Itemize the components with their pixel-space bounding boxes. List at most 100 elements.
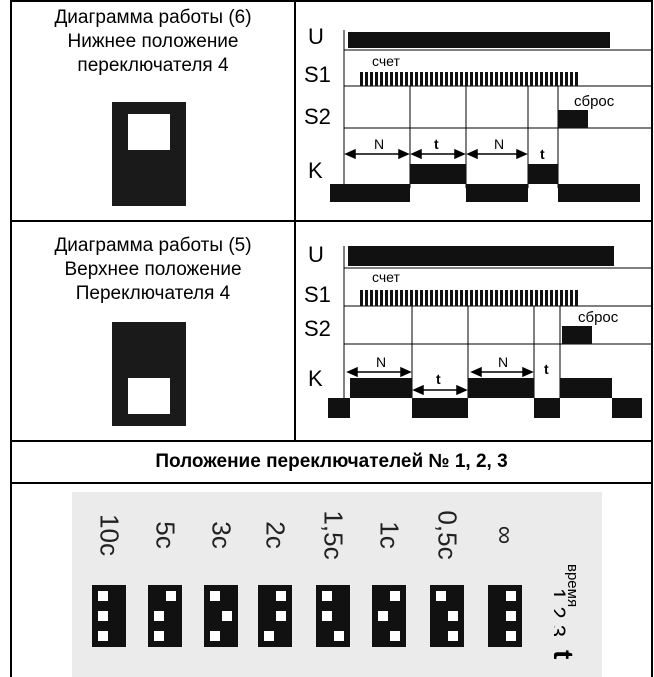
switch-position-marker <box>154 631 164 641</box>
switch-position-marker <box>506 631 516 641</box>
time-t-symbol: t <box>554 650 579 659</box>
time-setting-label: 2с <box>258 510 292 560</box>
n-label: N <box>374 136 384 152</box>
dip-switch-block <box>92 585 126 647</box>
k-label: K <box>308 366 323 391</box>
time-word: время <box>564 564 581 607</box>
count-label: счет <box>372 53 400 69</box>
u-signal <box>348 246 614 266</box>
row-divider <box>10 220 653 222</box>
table-border-top <box>10 0 653 2</box>
time-setting-text: 1с <box>374 521 405 549</box>
position-numbers: 1 2 3 <box>554 588 570 637</box>
dip-switch-block <box>316 585 350 647</box>
time-setting-text: 10с <box>94 514 125 556</box>
u-signal <box>348 32 610 48</box>
t-label: t <box>436 371 441 387</box>
k-label: K <box>308 158 323 183</box>
caption-line: Диаграмма работы (5) <box>54 235 252 256</box>
t-label: t <box>434 136 439 152</box>
switch-position-marker <box>506 611 516 621</box>
switch-position-marker <box>322 591 332 601</box>
k-output-signal <box>328 378 642 418</box>
s2-label: S2 <box>304 316 331 341</box>
switch-position-marker <box>448 611 458 621</box>
slide-switch-icon <box>112 322 186 426</box>
switch-position-marker <box>436 591 446 601</box>
switch-position-marker <box>210 591 220 601</box>
switch-position-marker <box>222 611 232 621</box>
time-setting-label: 3с <box>204 510 238 560</box>
s2-reset-pulse <box>562 326 592 344</box>
time-setting-label: 1,5с <box>316 510 350 560</box>
s1-pulse-train <box>360 72 578 86</box>
reset-label: сброс <box>578 309 619 326</box>
t-label: t <box>540 146 545 162</box>
dip-switch-block <box>258 585 292 647</box>
n-label: N <box>494 136 504 152</box>
caption-line: Переключателя 4 <box>75 283 231 304</box>
s1-label: S1 <box>304 282 331 307</box>
switch-window <box>126 112 172 152</box>
time-setting-text: 1,5с <box>318 510 349 560</box>
switch-position-marker <box>506 591 516 601</box>
k-output-signal <box>330 164 640 202</box>
switch-position-marker <box>322 611 332 621</box>
switch-position-marker <box>98 591 108 601</box>
s1-pulse-train <box>360 290 578 306</box>
u-label: U <box>308 24 324 49</box>
dip-switch-block <box>430 585 464 647</box>
time-setting-text: 3с <box>206 521 237 549</box>
caption-line: Диаграмма работы (6) <box>54 7 252 28</box>
s1-label: S1 <box>304 62 331 87</box>
count-label: счет <box>372 269 400 285</box>
timing-diagram-5: U S1 S2 K счет сброс N t N t <box>304 242 652 418</box>
time-setting-text: 0,5с <box>432 510 463 560</box>
time-setting-text: 5с <box>150 521 181 549</box>
t-label: t <box>544 361 549 377</box>
time-setting-text: ∞ <box>490 525 521 545</box>
time-setting-label: 0,5с <box>430 510 464 560</box>
caption-line: переключателя 4 <box>77 55 229 76</box>
switch-position-marker <box>276 591 286 601</box>
switch-position-marker <box>264 631 274 641</box>
switch-position-marker <box>98 631 108 641</box>
table-frame <box>10 0 653 677</box>
switch-position-marker <box>378 611 388 621</box>
dip-switch-block <box>372 585 406 647</box>
n-label: N <box>498 354 508 370</box>
switch-position-marker <box>154 611 164 621</box>
dip-switch-block <box>488 585 522 647</box>
switch-position-marker <box>166 591 176 601</box>
caption-line: Нижнее положение <box>67 31 239 52</box>
time-setting-label: ∞ <box>488 510 522 560</box>
switch-position-marker <box>276 611 286 621</box>
switch-position-marker <box>210 631 220 641</box>
switch-position-marker <box>390 631 400 641</box>
interval-arrows <box>344 148 528 160</box>
switch-position-marker <box>390 591 400 601</box>
switch-position-marker <box>98 611 108 621</box>
s2-reset-pulse <box>558 110 588 128</box>
interval-arrows <box>346 366 534 396</box>
caption-line: Верхнее положение <box>64 259 242 280</box>
timing-diagram-6: U S1 S2 K счет сброс N t N t <box>304 24 652 202</box>
time-setting-label: 1с <box>372 510 406 560</box>
reset-label: сброс <box>574 93 615 110</box>
switch-position-marker <box>448 631 458 641</box>
dip-switch-block <box>148 585 182 647</box>
time-setting-text: 2с <box>260 521 291 549</box>
s2-label: S2 <box>304 104 331 129</box>
slide-switch-icon <box>112 102 186 206</box>
n-label: N <box>376 354 386 370</box>
time-side-label: время 1 2 3 t <box>554 564 581 659</box>
row-divider <box>10 440 653 442</box>
switch-window <box>126 376 172 416</box>
column-divider <box>294 0 296 440</box>
row-divider <box>10 482 653 484</box>
switch-position-marker <box>334 631 344 641</box>
diagram-6-caption: Диаграмма работы (6) Нижнее положение пе… <box>12 6 294 78</box>
diagram-5-caption: Диаграмма работы (5) Верхнее положение П… <box>12 234 294 306</box>
switches-title: Положение переключателей № 1, 2, 3 <box>155 451 508 472</box>
time-setting-label: 5с <box>148 510 182 560</box>
